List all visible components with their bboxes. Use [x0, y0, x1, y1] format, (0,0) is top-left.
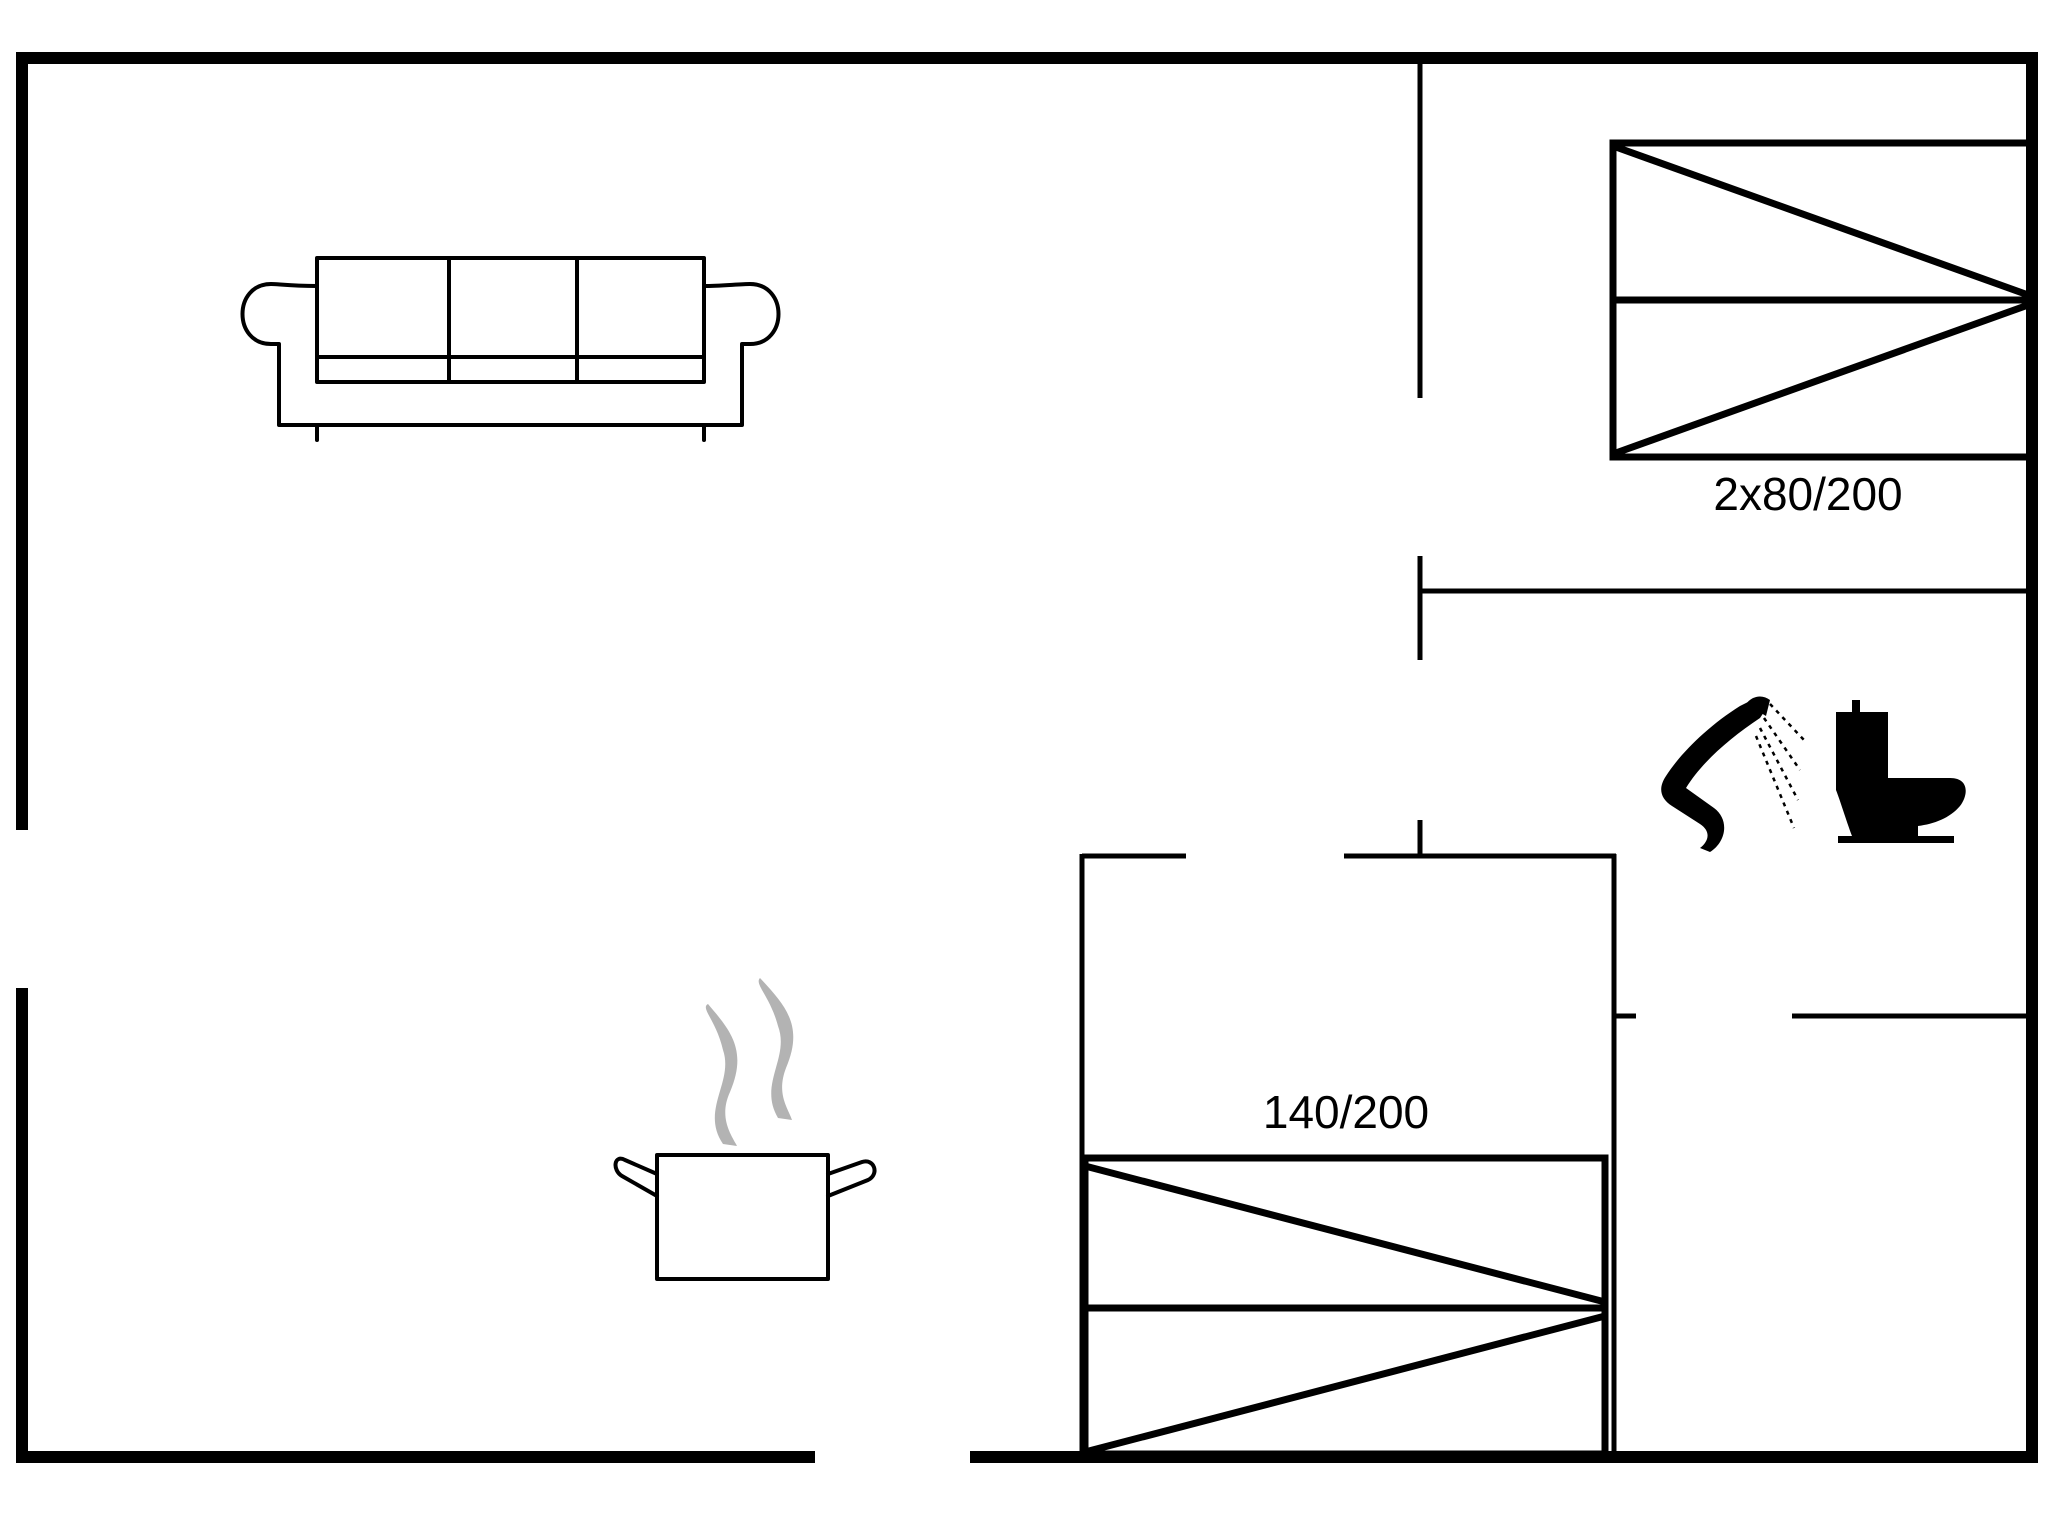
double-bed [1081, 1154, 1609, 1458]
twin-bed [1609, 139, 2035, 461]
sofa-icon [240, 256, 781, 442]
twin-bed-label: 2x80/200 [1713, 468, 1902, 520]
double-bed-label: 140/200 [1263, 1086, 1429, 1138]
shower-head-icon [1661, 696, 1805, 852]
interior-walls [1079, 58, 2032, 1457]
cooking-pot-icon [613, 978, 877, 1281]
outer-walls [16, 52, 2038, 1463]
toilet-icon [1836, 700, 1966, 843]
